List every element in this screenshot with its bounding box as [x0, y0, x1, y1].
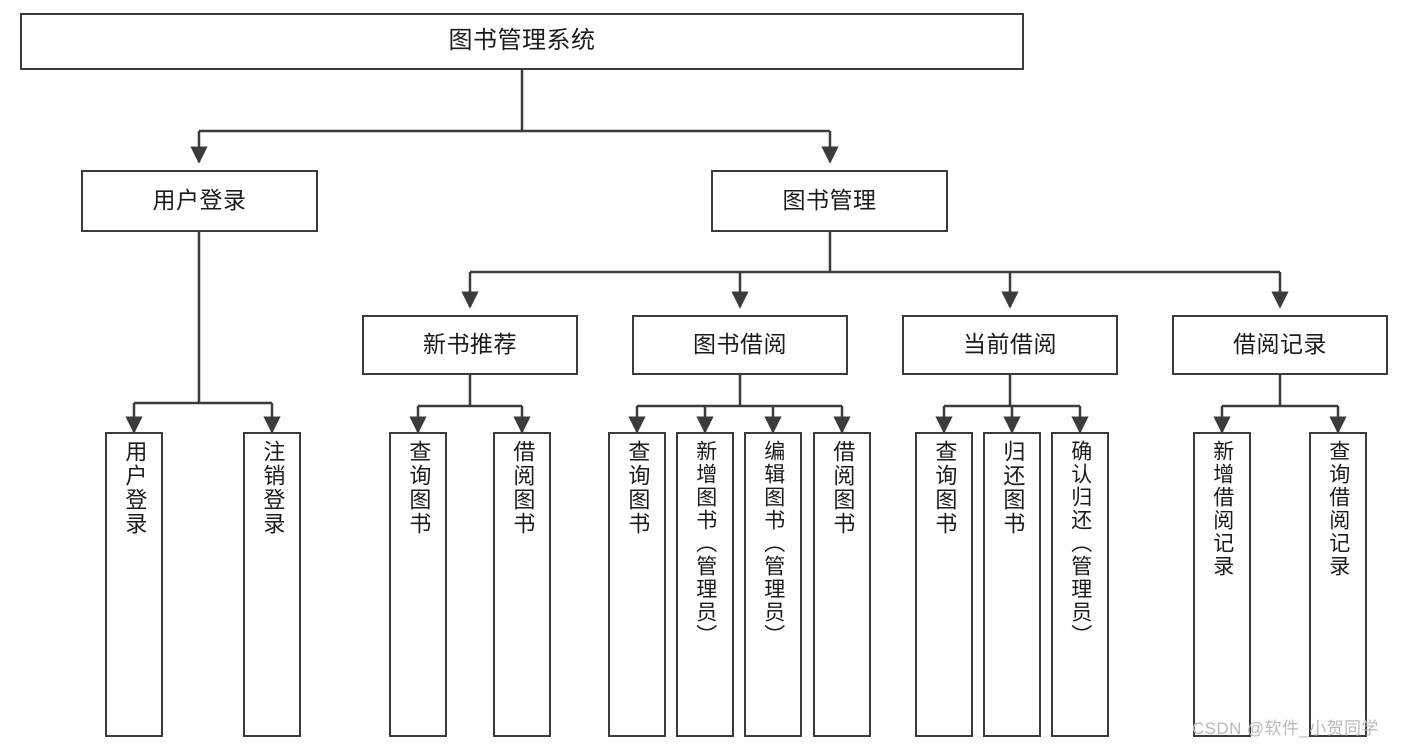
node-label: 确认归还（管理员）: [1068, 440, 1092, 647]
csdn-watermark: CSDN @软件_小贺同学: [1192, 719, 1379, 738]
leaf-borrow-borrow-book[interactable]: 借阅图书: [813, 432, 871, 737]
leaf-borrow-add-book-admin[interactable]: 新增图书（管理员）: [676, 432, 734, 737]
node-label: 用户登录: [122, 440, 148, 536]
node-label: 编辑图书（管理员）: [761, 440, 785, 647]
leaf-record-query-record[interactable]: 查询借阅记录: [1309, 432, 1367, 737]
node-label: 查询图书: [932, 440, 958, 536]
node-label: 新增借阅记录: [1210, 440, 1234, 578]
leaf-borrow-query-book[interactable]: 查询图书: [608, 432, 666, 737]
node-label: 用户登录: [152, 187, 247, 214]
node-label: 新增图书（管理员）: [693, 440, 717, 647]
node-root-system[interactable]: 图书管理系统: [20, 13, 1024, 70]
node-label: 借阅图书: [830, 440, 856, 536]
node-label: 借阅图书: [510, 440, 536, 536]
node-label: 图书管理系统: [448, 27, 596, 55]
node-label: 借阅记录: [1233, 331, 1327, 358]
leaf-user-login-signin[interactable]: 用户登录: [105, 432, 163, 737]
node-current-borrow[interactable]: 当前借阅: [902, 315, 1118, 375]
node-new-book-recommend[interactable]: 新书推荐: [362, 315, 578, 375]
leaf-user-login-signout[interactable]: 注销登录: [243, 432, 301, 737]
leaf-current-query-book[interactable]: 查询图书: [915, 432, 973, 737]
node-label: 归还图书: [1000, 440, 1026, 536]
leaf-recommend-borrow-book[interactable]: 借阅图书: [493, 432, 551, 737]
node-borrow-record[interactable]: 借阅记录: [1172, 315, 1388, 375]
node-label: 查询图书: [406, 440, 432, 536]
node-label: 图书借阅: [693, 331, 787, 358]
leaf-current-return-book[interactable]: 归还图书: [983, 432, 1041, 737]
node-label: 注销登录: [260, 440, 286, 536]
node-user-login[interactable]: 用户登录: [81, 170, 318, 232]
leaf-borrow-edit-book-admin[interactable]: 编辑图书（管理员）: [744, 432, 802, 737]
node-label: 图书管理: [782, 187, 877, 214]
leaf-record-add-record[interactable]: 新增借阅记录: [1193, 432, 1251, 737]
node-label: 查询借阅记录: [1326, 440, 1350, 578]
node-book-management[interactable]: 图书管理: [711, 170, 948, 232]
leaf-current-confirm-return-admin[interactable]: 确认归还（管理员）: [1051, 432, 1109, 737]
leaf-recommend-query-book[interactable]: 查询图书: [389, 432, 447, 737]
node-label: 当前借阅: [963, 331, 1057, 358]
node-book-borrow[interactable]: 图书借阅: [632, 315, 848, 375]
node-label: 新书推荐: [423, 331, 517, 358]
node-label: 查询图书: [625, 440, 651, 536]
